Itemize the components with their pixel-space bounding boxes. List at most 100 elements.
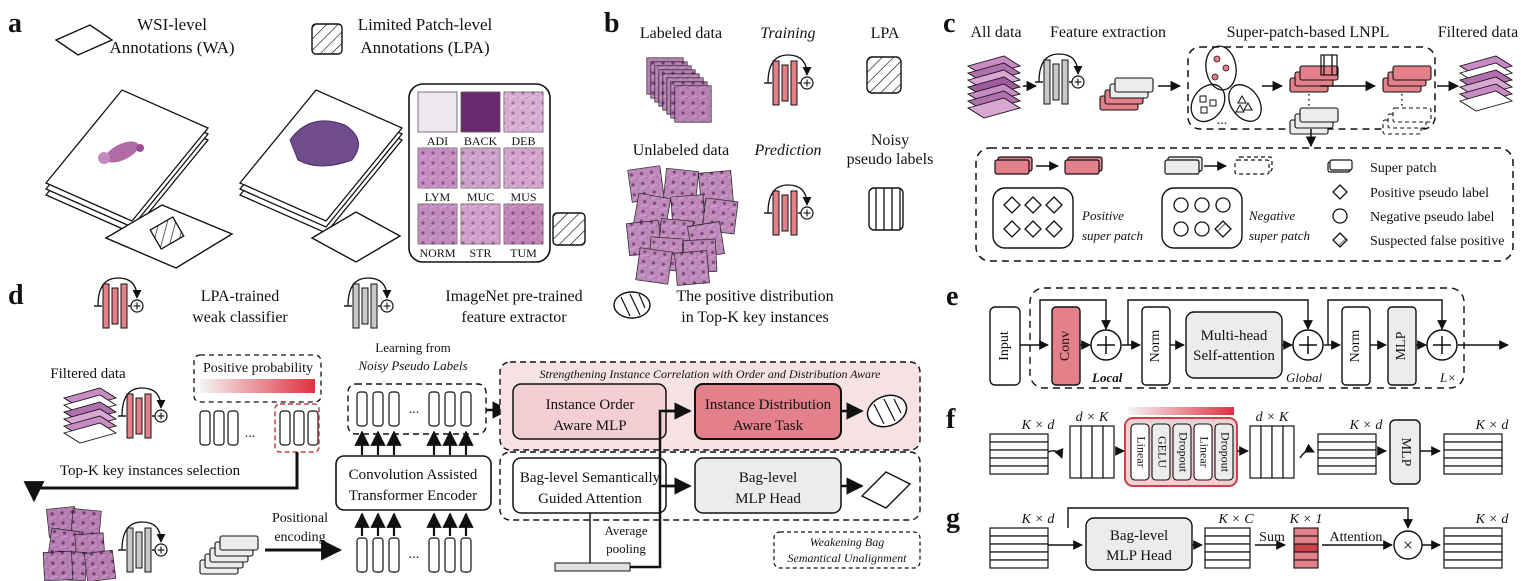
wa-legend-icon bbox=[54, 24, 114, 56]
mlp-block-e bbox=[1387, 306, 1417, 386]
diamond-icon bbox=[1332, 184, 1348, 200]
svg-text:Bag-level: Bag-level bbox=[739, 470, 797, 486]
token-matrix bbox=[989, 433, 1049, 475]
residual-add-node bbox=[1426, 329, 1458, 361]
all-data-label: All data bbox=[970, 24, 1021, 41]
svg-text:d × K: d × K bbox=[1256, 410, 1289, 425]
tissue-class-label: NORM bbox=[419, 246, 455, 260]
svg-text:...: ... bbox=[245, 426, 256, 441]
svg-text:Aware Task: Aware Task bbox=[733, 418, 804, 434]
tissue-class-back: BACK bbox=[460, 91, 501, 148]
weak-classifier-icon-d bbox=[118, 387, 168, 439]
positive-distribution-output-icon bbox=[866, 394, 908, 428]
encoder-input-row: ... bbox=[356, 537, 472, 573]
svg-text:Strengthening Instance Correla: Strengthening Instance Correlation with … bbox=[540, 367, 882, 381]
top-k-tissue-pile bbox=[42, 506, 117, 581]
layer-gelu bbox=[1151, 423, 1171, 481]
svg-text:K × 1: K × 1 bbox=[1289, 512, 1323, 527]
wa-label-1: WSI-level bbox=[137, 15, 207, 34]
layer-label: GELU bbox=[1155, 436, 1169, 468]
training-classifier-icon bbox=[764, 54, 814, 106]
panel-letter-g: g bbox=[946, 503, 960, 534]
token-matrix bbox=[1443, 433, 1503, 475]
token-matrix bbox=[989, 527, 1049, 569]
svg-text:K × d: K × d bbox=[1021, 512, 1056, 527]
probability-gradient-bar bbox=[200, 379, 315, 393]
positive-patch-transition bbox=[994, 156, 1103, 175]
svg-text:MLP: MLP bbox=[1398, 438, 1413, 467]
svg-text:Noisy Pseudo Labels: Noisy Pseudo Labels bbox=[357, 358, 467, 373]
tissue-class-lym: LYM bbox=[417, 147, 458, 204]
svg-text:Positive probability: Positive probability bbox=[203, 361, 313, 376]
conv-block bbox=[1051, 306, 1081, 386]
svg-text:pooling: pooling bbox=[606, 541, 646, 556]
layer-label: Dropout bbox=[1218, 432, 1232, 473]
token-matrix bbox=[1317, 433, 1377, 475]
token-matrix bbox=[1204, 527, 1251, 569]
feature-extractor-icon bbox=[1035, 53, 1085, 105]
svg-text:...: ... bbox=[409, 547, 420, 562]
tissue-class-mus: MUS bbox=[503, 147, 544, 204]
hatched-diamond-icon bbox=[1332, 232, 1348, 248]
wsi-stack-left bbox=[44, 89, 210, 234]
svg-text:Bag-level Semantically: Bag-level Semantically bbox=[520, 470, 661, 486]
weakening-label-box bbox=[773, 531, 921, 569]
unlabeled-data-label: Unlabeled data bbox=[633, 142, 729, 159]
svg-text:Guided Attention: Guided Attention bbox=[538, 491, 642, 507]
svg-text:Self-attention: Self-attention bbox=[1193, 348, 1275, 364]
panel-letter-c: c bbox=[943, 8, 955, 39]
svg-text:⋮: ⋮ bbox=[1302, 93, 1316, 108]
svg-text:Average: Average bbox=[604, 523, 647, 538]
svg-text:Bag-level: Bag-level bbox=[1110, 528, 1168, 544]
weakening-region bbox=[499, 451, 921, 521]
tissue-class-label: TUM bbox=[510, 246, 537, 260]
layer-linear bbox=[1193, 423, 1213, 481]
instance-row bbox=[199, 410, 319, 446]
panel-letter-e: e bbox=[946, 281, 958, 312]
positive-sp-label-2: super patch bbox=[1082, 228, 1143, 243]
panel-letter-b: b bbox=[604, 8, 620, 39]
lnpl-label: Super-patch-based LNPL bbox=[1227, 24, 1390, 41]
noisy-label-2: pseudo labels bbox=[847, 151, 934, 168]
norm-block-1 bbox=[1141, 306, 1171, 386]
svg-text:×: × bbox=[1403, 535, 1413, 555]
tissue-class-label: STR bbox=[469, 246, 491, 260]
negative-patch-transition bbox=[1164, 156, 1273, 175]
tissue-class-deb: DEB bbox=[503, 91, 544, 148]
filtered-data-label: Filtered data bbox=[1438, 24, 1518, 41]
tissue-class-label: BACK bbox=[464, 134, 498, 148]
labeled-data-label: Labeled data bbox=[640, 25, 722, 42]
circle-icon bbox=[1332, 208, 1348, 224]
wa-label-2: Annotations (WA) bbox=[109, 38, 234, 57]
top-k-label: Top-K key instances selection bbox=[60, 463, 241, 479]
transposed-matrix bbox=[1249, 425, 1295, 479]
panel-c: c All data Feature extraction Super-patc… bbox=[943, 8, 1518, 262]
svg-text:Instance Distribution: Instance Distribution bbox=[705, 397, 832, 413]
svg-text:d × K: d × K bbox=[1076, 410, 1109, 425]
lpa-annotation-icon-small bbox=[149, 216, 185, 250]
prediction-label: Prediction bbox=[754, 142, 822, 159]
encoder-block-box bbox=[1029, 287, 1465, 389]
classifier-icon bbox=[764, 54, 814, 106]
feature-extractor-icon-d bbox=[118, 521, 168, 573]
svg-text:in Top-K key instances: in Top-K key instances bbox=[681, 309, 828, 326]
svg-text:Semantical Unalignment: Semantical Unalignment bbox=[788, 551, 908, 565]
svg-text:Norm: Norm bbox=[1148, 330, 1163, 363]
svg-text:...: ... bbox=[1217, 113, 1228, 128]
svg-text:Attention: Attention bbox=[1330, 530, 1383, 545]
svg-text:Convolution Assisted: Convolution Assisted bbox=[349, 467, 478, 483]
tissue-class-str: STR bbox=[460, 203, 501, 260]
lpa-icon-grid bbox=[552, 212, 586, 246]
negative-sp-label-1: Negative bbox=[1248, 208, 1295, 223]
panel-e: e Input Conv Local Norm Multi-head Self-… bbox=[946, 281, 1509, 389]
svg-text:K × C: K × C bbox=[1217, 512, 1254, 527]
pooled-vector bbox=[554, 562, 631, 572]
feature-vector-stack bbox=[1099, 77, 1154, 111]
svg-text:L×: L× bbox=[1439, 370, 1456, 385]
mlp-block-f bbox=[1389, 419, 1421, 485]
layer-label: Linear bbox=[1134, 436, 1148, 467]
panel-c-legend: Super patch Positive pseudo label Negati… bbox=[1327, 159, 1505, 249]
super-patch-group-2 bbox=[1382, 65, 1432, 135]
feature-stack-d bbox=[199, 535, 259, 575]
